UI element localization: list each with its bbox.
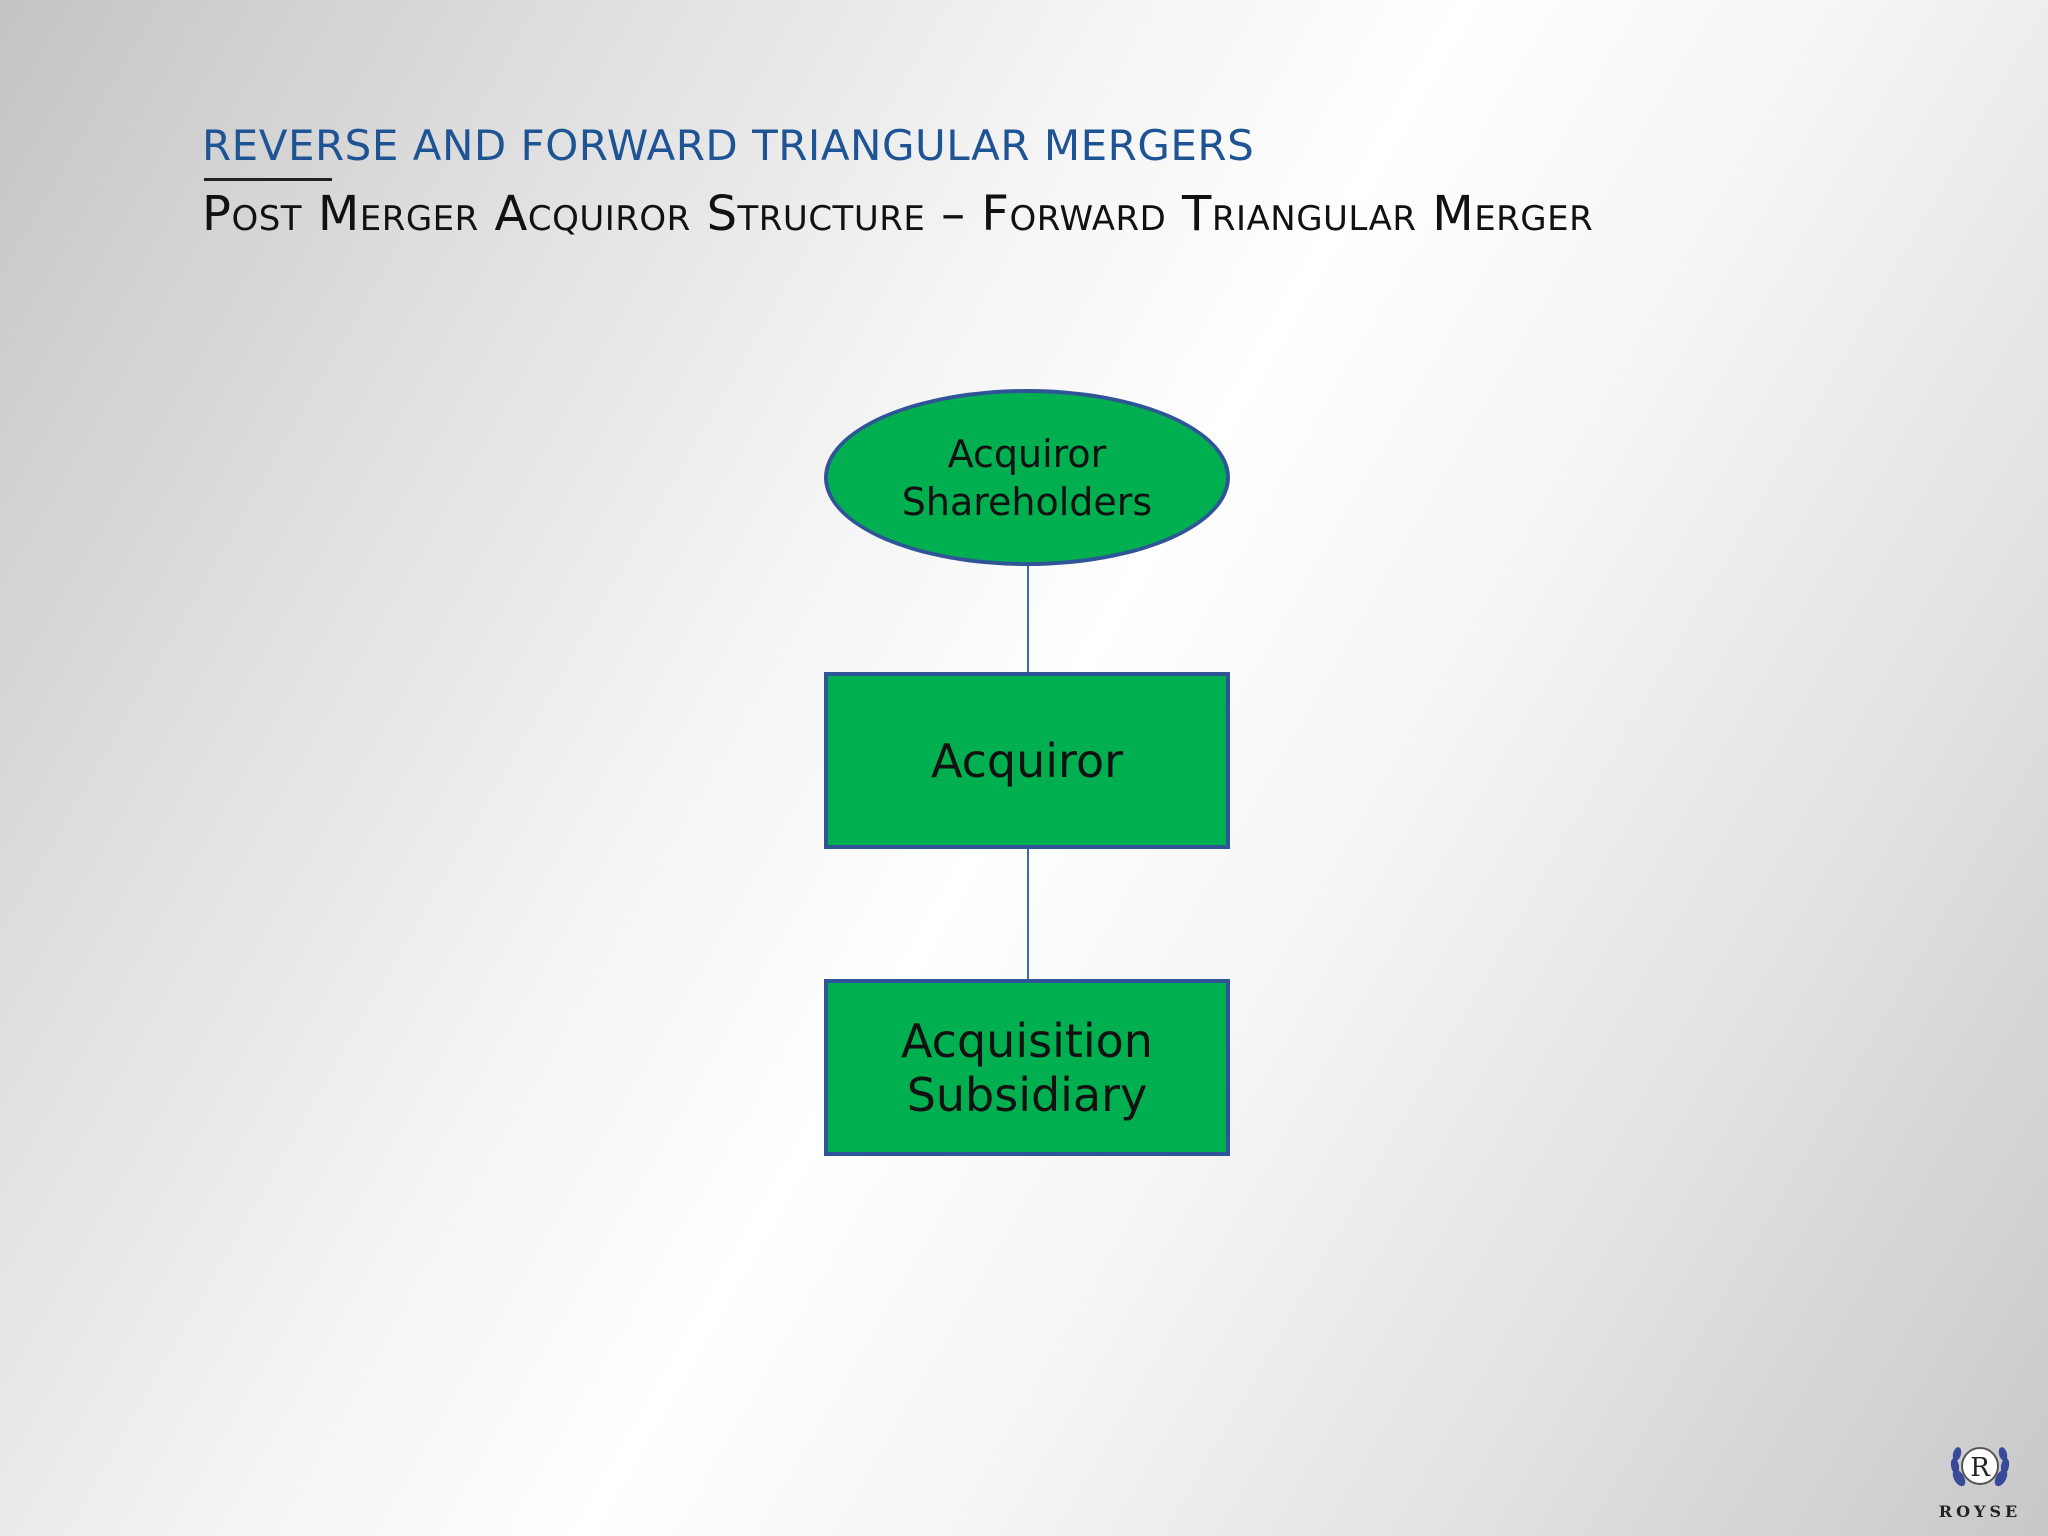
connector-shareholders-to-acquiror: [1027, 566, 1029, 672]
slide-title: REVERSE AND FORWARD TRIANGULAR MERGERS: [202, 121, 1255, 170]
node-label-line: Shareholders: [901, 479, 1153, 524]
slide-header: REVERSE AND FORWARD TRIANGULAR MERGERS P…: [202, 118, 1902, 243]
logo-text: ROYSE: [1938, 1502, 2022, 1521]
logo-letter: R: [1970, 1453, 1991, 1483]
title-underline: [204, 178, 332, 181]
node-acquiror: Acquiror: [824, 672, 1230, 849]
node-label-line: Acquiror: [947, 431, 1107, 476]
node-acquiror-shareholders: Acquiror Shareholders: [824, 389, 1230, 566]
slide-subtitle: Post Merger Acquiror Structure – Forward…: [202, 186, 1594, 242]
connector-acquiror-to-subsidiary: [1027, 849, 1029, 979]
node-label-line: Acquiror: [930, 733, 1124, 788]
laurel-wreath-icon: R: [1950, 1447, 2010, 1487]
node-label-line: Subsidiary: [906, 1067, 1148, 1122]
company-logo: R ROYSE: [1932, 1434, 2028, 1530]
node-label-line: Acquisition: [901, 1013, 1153, 1068]
node-acquisition-subsidiary: Acquisition Subsidiary: [824, 979, 1230, 1156]
